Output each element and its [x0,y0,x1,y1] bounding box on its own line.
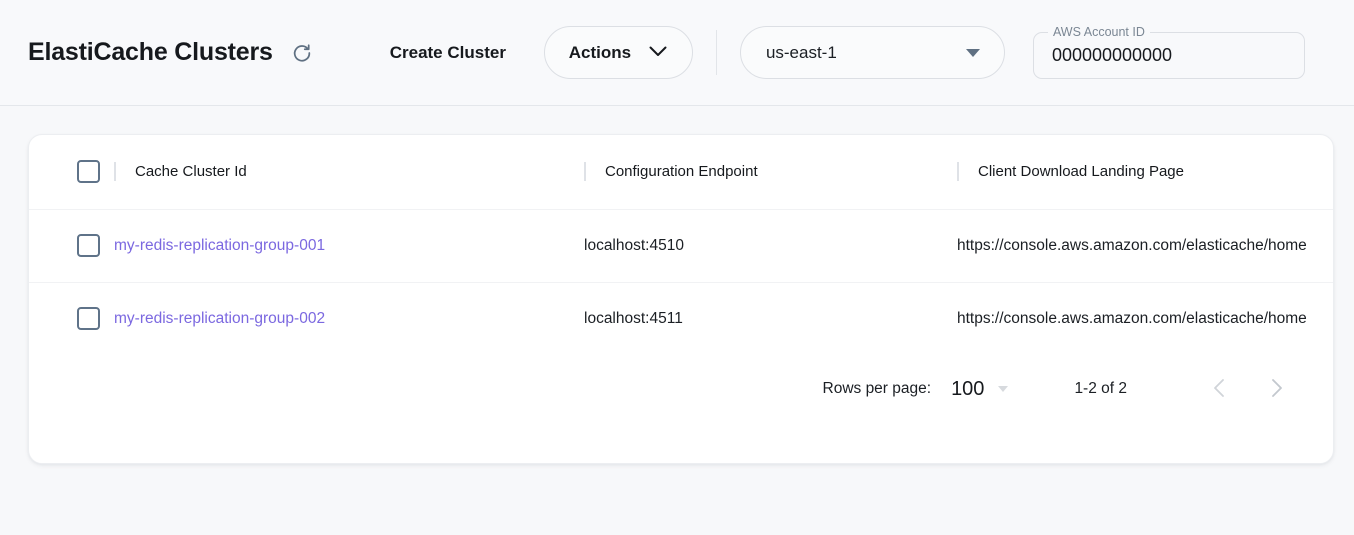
column-header-label: Configuration Endpoint [605,163,758,181]
table-row[interactable]: my-redis-replication-group-002 localhost… [29,282,1333,355]
cluster-id-link[interactable]: my-redis-replication-group-001 [114,236,326,254]
header-divider [715,30,717,75]
row-checkbox[interactable] [77,234,100,257]
column-header-cache-cluster-id[interactable]: Cache Cluster Id [114,135,584,209]
triangle-down-icon [965,48,980,57]
column-divider [584,162,586,182]
aws-account-id-field[interactable]: AWS Account ID [1032,26,1305,79]
page-title: ElastiCache Clusters [28,38,273,66]
rows-per-page-value: 100 [951,377,985,400]
cell-configuration-endpoint: localhost:4510 [584,236,684,254]
cell-cache-cluster-id: my-redis-replication-group-001 [114,209,584,282]
cluster-id-link[interactable]: my-redis-replication-group-002 [114,309,326,327]
column-header-label: Client Download Landing Page [978,163,1184,181]
table-header-row: Cache Cluster Id Configuration Endpoint … [29,135,1333,209]
rows-per-page-select[interactable]: 100 [951,377,1009,401]
region-select[interactable]: us-east-1 [739,26,1005,79]
row-checkbox[interactable] [77,307,100,331]
create-cluster-button[interactable]: Create Cluster [386,37,510,69]
content-area: Cache Cluster Id Configuration Endpoint … [0,106,1354,535]
clusters-table-card: Cache Cluster Id Configuration Endpoint … [28,134,1334,464]
app-header: ElastiCache Clusters Create Cluster Acti… [0,0,1354,106]
column-divider [957,162,959,182]
cell-client-download-landing-page: https://console.aws.amazon.com/elasticac… [957,236,1307,254]
column-header-configuration-endpoint[interactable]: Configuration Endpoint [584,135,957,209]
table-header: Cache Cluster Id Configuration Endpoint … [29,135,1333,209]
chevron-down-icon [998,386,1009,392]
aws-account-id-input[interactable] [1032,26,1305,79]
chevron-left-icon [1213,378,1225,401]
table-row[interactable]: my-redis-replication-group-001 localhost… [29,209,1333,282]
next-page-button[interactable] [1257,369,1297,409]
select-all-cell [29,135,114,209]
column-header-label: Cache Cluster Id [135,163,247,181]
select-all-checkbox[interactable] [77,160,100,184]
chevron-down-icon [648,43,668,63]
clusters-table: Cache Cluster Id Configuration Endpoint … [29,135,1333,355]
row-select-cell [29,209,114,282]
previous-page-button[interactable] [1199,369,1239,409]
row-select-cell [29,282,114,355]
rows-per-page-label: Rows per page: [822,380,932,397]
refresh-icon[interactable] [287,38,317,68]
pagination-range-label: 1-2 of 2 [1074,380,1127,397]
chevron-right-icon [1271,378,1283,401]
region-select-value: us-east-1 [765,42,837,62]
column-header-client-download-landing-page[interactable]: Client Download Landing Page [957,135,1333,209]
cell-cache-cluster-id: my-redis-replication-group-002 [114,282,584,355]
column-divider [114,162,116,182]
cell-configuration-endpoint: localhost:4511 [584,309,683,327]
pagination-bar: Rows per page: 100 1-2 of 2 [29,355,1333,423]
actions-button-label: Actions [568,42,632,62]
actions-button[interactable]: Actions [543,26,693,79]
table-body: my-redis-replication-group-001 localhost… [29,209,1333,355]
cell-client-download-landing-page: https://console.aws.amazon.com/elasticac… [957,309,1307,327]
